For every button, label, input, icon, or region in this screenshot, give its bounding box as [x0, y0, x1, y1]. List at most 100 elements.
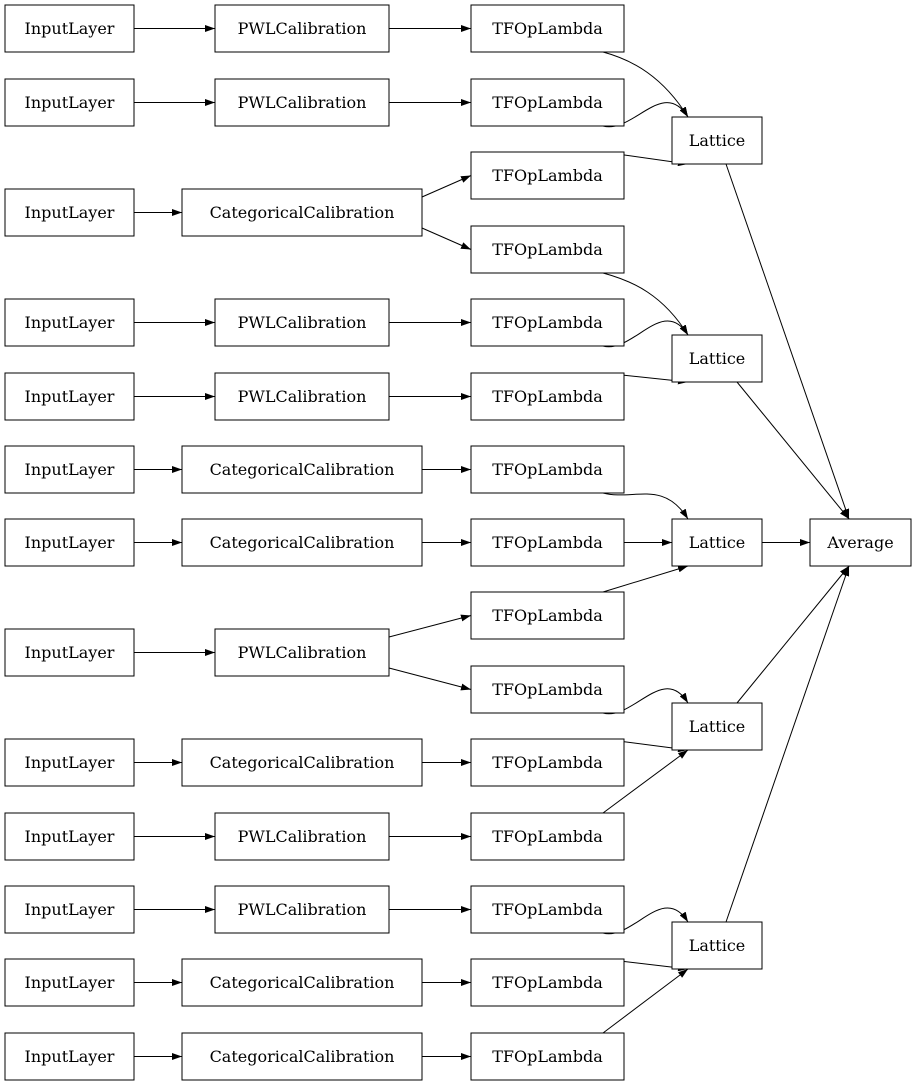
calibration-node: PWLCalibration: [214, 812, 390, 861]
calibration-node-box: [181, 1032, 423, 1081]
calibration-node-box: [214, 372, 390, 421]
tfop-lambda-node-box: [470, 4, 625, 53]
edge-op-to-lattice-line: [602, 565, 689, 593]
input-layer-node: InputLayer: [4, 372, 135, 421]
lattice-node-box: [671, 334, 763, 383]
tfop-lambda-node-box: [470, 445, 625, 494]
edge-op-to-lattice-line: [602, 51, 689, 118]
tfop-lambda-node-box: [470, 151, 625, 200]
edge-op-to-lattice: [602, 492, 689, 520]
edge-lattice-to-average: [725, 163, 850, 520]
tfop-lambda-node-label: TFOpLambda: [492, 1047, 603, 1066]
tfop-lambda-node-box: [470, 665, 625, 714]
lattice-node-label: Lattice: [689, 717, 746, 736]
input-layer-node: InputLayer: [4, 298, 135, 347]
lattice-node: Lattice: [671, 334, 763, 383]
tfop-lambda-node-label: TFOpLambda: [492, 900, 603, 919]
calibration-node-label: PWLCalibration: [238, 643, 367, 662]
edge-lattice-to-average: [736, 381, 850, 520]
input-layer-node-box: [4, 4, 135, 53]
calibration-node-label: PWLCalibration: [238, 827, 367, 846]
edge-lattice-to-average: [725, 565, 850, 923]
edge-calibration-to-op-line: [388, 667, 472, 691]
input-layer-node-box: [4, 958, 135, 1007]
edge-calibration-to-op-line: [421, 227, 472, 250]
calibration-node: CategoricalCalibration: [181, 1032, 423, 1081]
tfop-lambda-node: TFOpLambda: [470, 665, 625, 714]
calibration-node: CategoricalCalibration: [181, 188, 423, 237]
lattice-node: Lattice: [671, 702, 763, 751]
calibration-node-box: [214, 298, 390, 347]
input-layer-node-label: InputLayer: [25, 643, 115, 662]
tfop-lambda-node: TFOpLambda: [470, 298, 625, 347]
tfop-lambda-node-box: [470, 812, 625, 861]
calibration-node-label: PWLCalibration: [238, 900, 367, 919]
tfop-lambda-node-box: [470, 885, 625, 934]
average-node-label: Average: [826, 533, 893, 552]
calibration-node-label: PWLCalibration: [238, 387, 367, 406]
calibration-node-label: CategoricalCalibration: [210, 753, 395, 772]
tfop-lambda-node: TFOpLambda: [470, 812, 625, 861]
tfop-lambda-node: TFOpLambda: [470, 78, 625, 127]
input-layer-node: InputLayer: [4, 518, 135, 567]
lattice-node-box: [671, 518, 763, 567]
edge-calibration-to-op: [388, 614, 472, 638]
input-layer-node-label: InputLayer: [25, 93, 115, 112]
edge-lattice-to-average: [736, 565, 850, 704]
average-node: Average: [809, 518, 912, 567]
calibration-node-box: [214, 885, 390, 934]
calibration-node-box: [181, 188, 423, 237]
tfop-lambda-node: TFOpLambda: [470, 445, 625, 494]
input-layer-node-box: [4, 812, 135, 861]
calibration-node-box: [181, 518, 423, 567]
calibration-node-label: CategoricalCalibration: [210, 1047, 395, 1066]
edge-lattice-to-average-line: [736, 381, 850, 520]
calibration-node: CategoricalCalibration: [181, 518, 423, 567]
input-layer-node: InputLayer: [4, 812, 135, 861]
input-layer-node-label: InputLayer: [25, 387, 115, 406]
input-layer-node-box: [4, 445, 135, 494]
calibration-node-box: [181, 738, 423, 787]
edge-op-to-lattice: [602, 272, 689, 336]
lattice-node-label: Lattice: [689, 533, 746, 552]
edge-op-to-lattice: [602, 51, 689, 118]
input-layer-node-box: [4, 518, 135, 567]
tfop-lambda-node: TFOpLambda: [470, 958, 625, 1007]
lattice-node-label: Lattice: [689, 349, 746, 368]
calibration-node-box: [214, 78, 390, 127]
edge-op-to-lattice-line: [602, 272, 689, 336]
tfop-lambda-node: TFOpLambda: [470, 225, 625, 274]
tfop-lambda-node-box: [470, 738, 625, 787]
input-layer-node: InputLayer: [4, 78, 135, 127]
calibration-node-label: CategoricalCalibration: [210, 460, 395, 479]
edge-lattice-to-average-line: [725, 565, 850, 923]
lattice-node: Lattice: [671, 921, 763, 970]
tfop-lambda-node-box: [470, 518, 625, 567]
edge-calibration-to-op: [421, 175, 472, 198]
input-layer-node: InputLayer: [4, 628, 135, 677]
input-layer-node-label: InputLayer: [25, 753, 115, 772]
edge-lattice-to-average-line: [725, 163, 850, 520]
input-layer-node-label: InputLayer: [25, 313, 115, 332]
tfop-lambda-node-box: [470, 1032, 625, 1081]
tfop-lambda-node: TFOpLambda: [470, 591, 625, 640]
lattice-node: Lattice: [671, 116, 763, 165]
tfop-lambda-node: TFOpLambda: [470, 738, 625, 787]
tfop-lambda-node-box: [470, 78, 625, 127]
input-layer-node-label: InputLayer: [25, 973, 115, 992]
calibration-node-label: CategoricalCalibration: [210, 203, 395, 222]
tfop-lambda-node-label: TFOpLambda: [492, 166, 603, 185]
input-layer-node-label: InputLayer: [25, 19, 115, 38]
tfop-lambda-node: TFOpLambda: [470, 518, 625, 567]
input-layer-node-label: InputLayer: [25, 827, 115, 846]
tfop-lambda-node-label: TFOpLambda: [492, 93, 603, 112]
calibration-node-label: PWLCalibration: [238, 313, 367, 332]
calibration-node-box: [214, 4, 390, 53]
input-layer-node-label: InputLayer: [25, 1047, 115, 1066]
tfop-lambda-node-label: TFOpLambda: [492, 606, 603, 625]
tfop-lambda-node-box: [470, 298, 625, 347]
calibration-node: PWLCalibration: [214, 885, 390, 934]
tfop-lambda-node-label: TFOpLambda: [492, 827, 603, 846]
tfop-lambda-node: TFOpLambda: [470, 4, 625, 53]
